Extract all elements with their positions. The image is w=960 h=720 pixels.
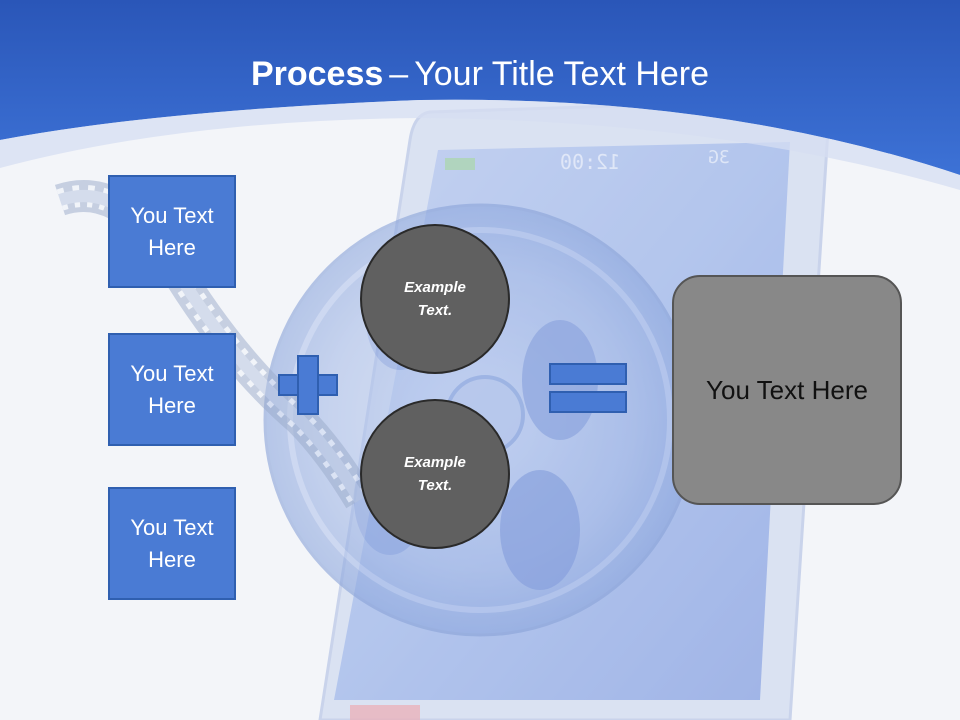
example-circle-1[interactable]: Example Text. [360,224,510,374]
plus-sign-vertical [297,355,319,415]
text-box-label: You Text Here [130,202,214,260]
text-box-1[interactable]: You Text Here [108,175,236,288]
slide-title: Process–Your Title Text Here [0,52,960,96]
result-box-label: You Text Here [706,374,868,405]
text-box-2[interactable]: You Text Here [108,333,236,446]
equals-sign-bottom [549,391,627,413]
circle-label: Example Text. [404,454,466,494]
text-box-3[interactable]: You Text Here [108,487,236,600]
result-box[interactable]: You Text Here [672,275,902,505]
header-swoosh [0,99,960,190]
title-bold: Process [250,55,384,93]
circle-label: Example Text. [404,279,466,319]
text-box-label: You Text Here [130,360,214,418]
title-rest: Your Title Text Here [414,55,710,93]
header-band [0,0,960,175]
text-box-label: You Text Here [130,514,214,572]
phone-time-text: 12:00 [560,150,621,174]
phone-network-text: 3G [708,147,730,168]
example-circle-2[interactable]: Example Text. [360,399,510,549]
title-separator: – [389,55,409,93]
equals-sign-top [549,363,627,385]
